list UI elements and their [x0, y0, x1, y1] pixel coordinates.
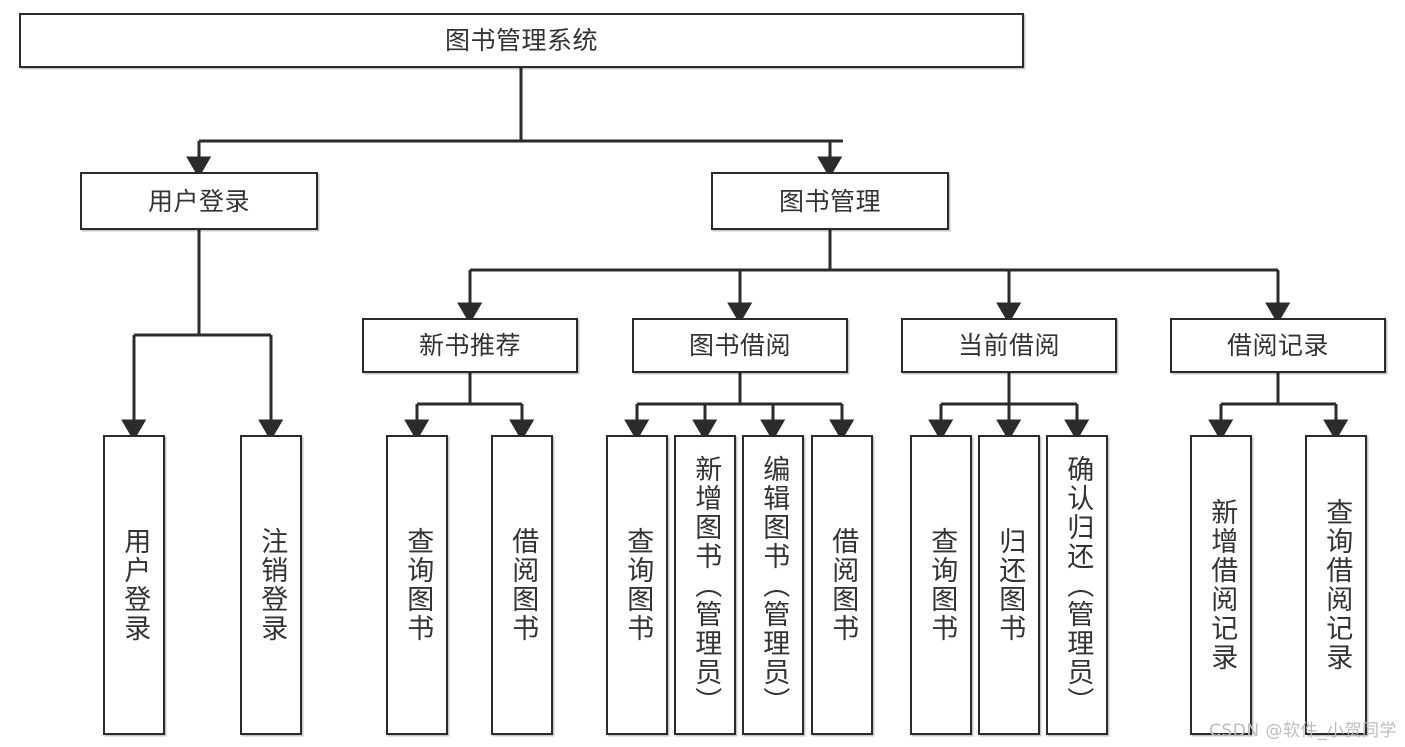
node-leaf-borrow-book[interactable]: 借阅图书 — [811, 435, 873, 735]
node-label: 借阅图书 — [827, 527, 859, 643]
node-label: 借阅图书 — [507, 527, 539, 643]
node-label: 用户登录 — [119, 527, 151, 643]
node-label: 编辑图书（管理员） — [758, 454, 790, 716]
node-label: 确认归还（管理员） — [1062, 454, 1094, 716]
node-current-borrowing[interactable]: 当前借阅 — [901, 318, 1117, 373]
node-new-book-recommendation[interactable]: 新书推荐 — [362, 318, 578, 373]
node-label: 新增图书（管理员） — [690, 454, 722, 716]
watermark-text: CSDN @软件_小贺同学 — [1209, 721, 1397, 741]
node-label: 查询图书 — [402, 527, 434, 643]
node-label: 借阅记录 — [1226, 331, 1329, 360]
node-label: 注销登录 — [256, 527, 288, 643]
node-leaf-logout[interactable]: 注销登录 — [240, 435, 302, 735]
node-label: 当前借阅 — [957, 331, 1060, 360]
node-label: 图书管理系统 — [444, 26, 598, 55]
node-leaf-confirm-return-admin[interactable]: 确认归还（管理员） — [1046, 435, 1108, 735]
node-leaf-return-book[interactable]: 归还图书 — [978, 435, 1040, 735]
node-book-management[interactable]: 图书管理 — [711, 172, 949, 230]
node-leaf-query-borrow-record[interactable]: 查询借阅记录 — [1305, 435, 1367, 735]
node-leaf-query-book-borrow[interactable]: 查询图书 — [606, 435, 668, 735]
node-label: 新增借阅记录 — [1206, 498, 1238, 672]
node-user-login[interactable]: 用户登录 — [80, 172, 318, 230]
node-label: 图书管理 — [778, 186, 881, 216]
node-label: 归还图书 — [994, 527, 1026, 643]
node-label: 查询图书 — [622, 527, 654, 643]
node-leaf-add-book-admin[interactable]: 新增图书（管理员） — [674, 435, 736, 735]
node-label: 用户登录 — [147, 186, 250, 216]
node-book-borrowing[interactable]: 图书借阅 — [632, 318, 848, 373]
node-leaf-query-book-current[interactable]: 查询图书 — [910, 435, 972, 735]
node-leaf-add-borrow-record[interactable]: 新增借阅记录 — [1190, 435, 1252, 735]
node-leaf-user-login[interactable]: 用户登录 — [103, 435, 165, 735]
node-label: 图书借阅 — [688, 331, 791, 360]
node-leaf-query-book-newbook[interactable]: 查询图书 — [386, 435, 448, 735]
node-root-book-management-system[interactable]: 图书管理系统 — [19, 13, 1024, 68]
node-label: 查询图书 — [926, 527, 958, 643]
node-leaf-borrow-book-newbook[interactable]: 借阅图书 — [491, 435, 553, 735]
node-label: 查询借阅记录 — [1321, 498, 1353, 672]
node-leaf-edit-book-admin[interactable]: 编辑图书（管理员） — [742, 435, 804, 735]
node-label: 新书推荐 — [418, 331, 521, 360]
node-borrowing-records[interactable]: 借阅记录 — [1170, 318, 1386, 373]
